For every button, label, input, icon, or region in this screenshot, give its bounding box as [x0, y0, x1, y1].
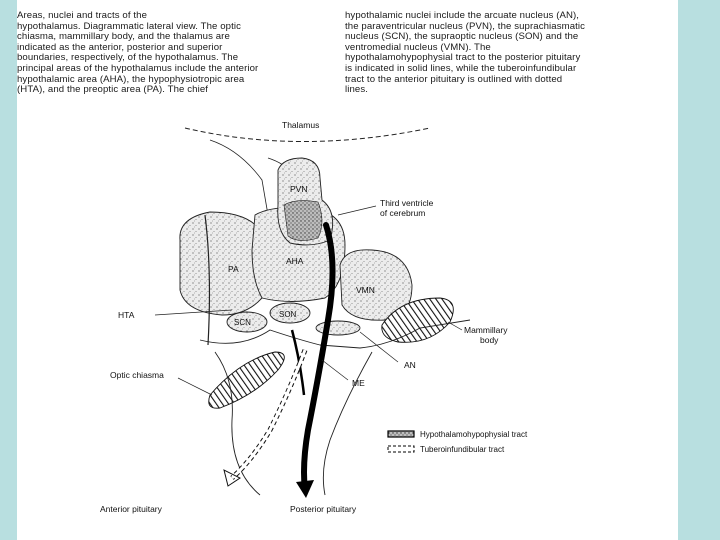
pa-label: PA — [228, 264, 239, 274]
aha-label: AHA — [286, 256, 304, 266]
vmn-area — [339, 249, 413, 321]
third-ventricle-leader — [337, 205, 377, 216]
posterior-pituitary-label: Posterior pituitary — [290, 504, 357, 514]
mammillary-label-1: Mammillary — [464, 325, 508, 335]
caption-left: Areas, nuclei and tracts of the hypothal… — [17, 10, 259, 96]
hypothalamohypophysial-tract — [301, 222, 336, 493]
pvn-core — [283, 200, 323, 241]
thalamus-boundary — [184, 127, 431, 142]
an-area — [315, 320, 361, 336]
me-leader — [321, 359, 349, 381]
third-ventricle-label-1: Third ventricle — [380, 198, 434, 208]
optic-chiasma-label: Optic chiasma — [110, 370, 164, 380]
legend: Hypothalamohypophysial tract Tuberoinfun… — [387, 430, 528, 454]
optic-chiasma-leader — [177, 377, 213, 396]
hta-label: HTA — [118, 310, 135, 320]
me-label: ME — [352, 378, 365, 388]
optic-chiasma — [208, 351, 285, 409]
legend-solid-label: Hypothalamohypophysial tract — [420, 430, 528, 439]
hypothalamohypophysial-tract-arrowhead — [296, 480, 314, 498]
infundibulum-right-edge — [322, 351, 373, 496]
hypothalamus-lower-outline — [199, 319, 471, 349]
son-label: SON — [279, 310, 297, 319]
third-ventricle-outline — [209, 139, 269, 216]
third-ventricle-label-2: of cerebrum — [380, 208, 425, 218]
legend-solid-swatch — [387, 430, 415, 438]
an-leader — [359, 331, 399, 363]
infundibulum-left-edge — [214, 351, 261, 496]
an-label: AN — [404, 360, 416, 370]
tuberoinfundibular-tract-arrowhead — [223, 469, 241, 487]
caption-right: hypothalamic nuclei include the arcuate … — [345, 10, 586, 96]
tract-branch — [290, 329, 306, 396]
mammillary-body — [381, 297, 454, 343]
legend-dotted-label: Tuberoinfundibular tract — [420, 445, 505, 454]
hta-curve — [204, 214, 211, 346]
anterior-pituitary-label: Anterior pituitary — [100, 504, 163, 514]
tuberoinfundibular-tract-inner — [230, 349, 307, 480]
mammillary-label-2: body — [480, 335, 499, 345]
mammillary-leader — [447, 321, 463, 331]
scn-label: SCN — [234, 318, 251, 327]
vmn-label: VMN — [356, 285, 375, 295]
pvn-label: PVN — [290, 184, 307, 194]
son-area — [269, 302, 311, 324]
thalamus-label: Thalamus — [282, 120, 319, 130]
hta-line — [154, 309, 233, 316]
legend-dotted-swatch — [387, 445, 415, 453]
scn-area — [226, 311, 268, 333]
